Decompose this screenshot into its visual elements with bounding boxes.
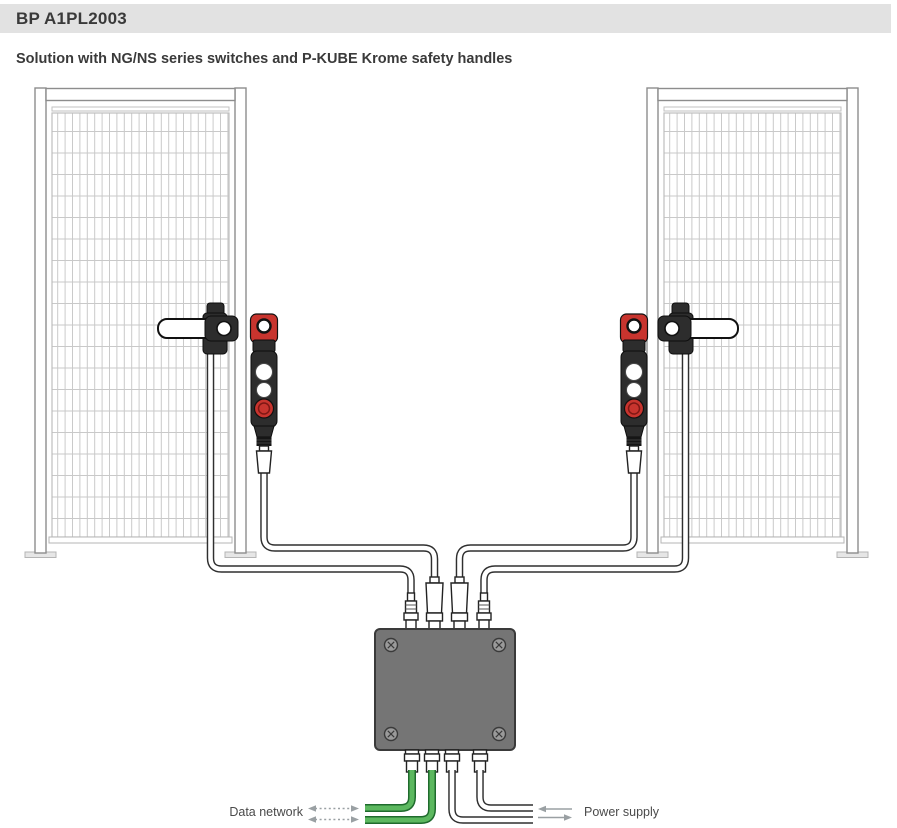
switch-cable-left: [260, 470, 439, 580]
power-supply-arrows-icon: [538, 805, 572, 821]
data-network-label: Data network: [229, 805, 303, 819]
data-network-cable-1: [365, 770, 416, 812]
power-supply-cable-1: [448, 770, 533, 824]
box-connector-bottom-2: [423, 749, 441, 773]
safety-switch-left: [249, 312, 279, 475]
handle-cable-left: [206, 348, 415, 596]
switch-cable-right: [455, 470, 638, 580]
screw-icon: [491, 726, 507, 742]
data-network-cable-2: [365, 770, 436, 824]
box-connector-top-3: [450, 576, 469, 631]
handle-cable-right: [480, 348, 690, 596]
data-network-arrows-icon: [308, 805, 359, 823]
screw-icon: [383, 726, 399, 742]
box-connector-top-4: [476, 592, 492, 631]
safety-switch-right: [619, 312, 649, 475]
power-supply-cable-2: [476, 770, 533, 812]
page-subtitle: Solution with NG/NS series switches and …: [16, 51, 513, 67]
junction-box: [374, 628, 516, 751]
box-connector-bottom-3: [443, 749, 461, 773]
power-supply-label: Power supply: [584, 805, 660, 819]
screw-icon: [491, 637, 507, 653]
box-connector-top-2: [425, 576, 444, 631]
page-header: BP A1PL2003: [0, 4, 891, 33]
page-title: BP A1PL2003: [16, 8, 127, 28]
box-connector-bottom-1: [403, 749, 421, 773]
box-connector-top-1: [403, 592, 419, 631]
screw-icon: [383, 637, 399, 653]
box-connector-bottom-4: [471, 749, 489, 773]
